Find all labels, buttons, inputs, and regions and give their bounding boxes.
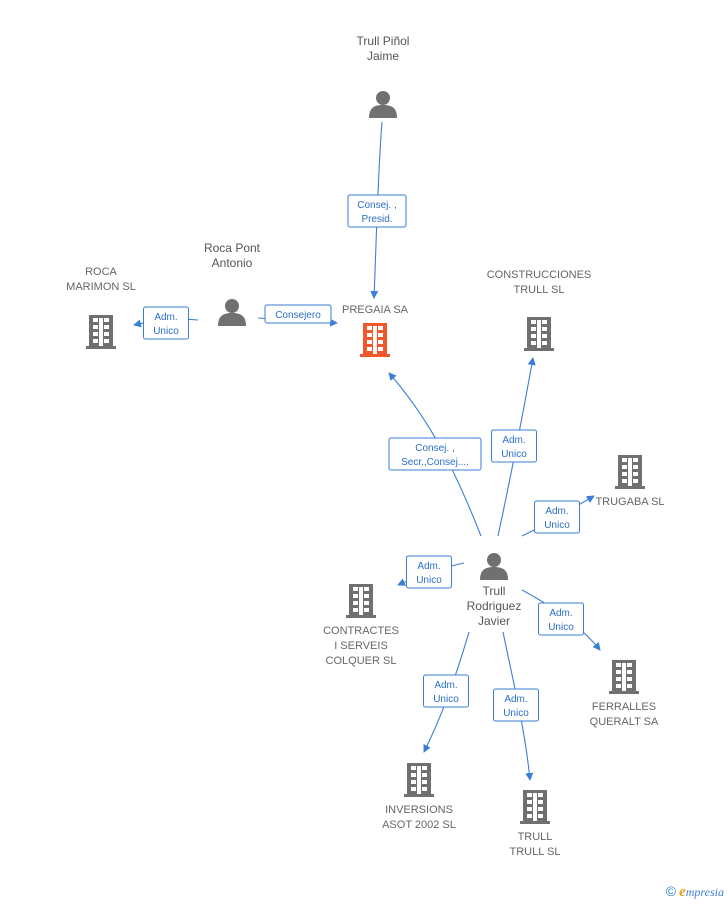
edge-label-text: Adm.	[502, 435, 525, 446]
edge-label-text: Adm.	[504, 694, 527, 705]
edge-trull_rodriguez-contractes: Adm. Unico	[397, 555, 465, 589]
edge-trull_rodriguez-trugaba: Adm. Unico	[521, 495, 595, 537]
building-icon	[404, 763, 434, 797]
edge-label-text: Adm.	[545, 506, 568, 517]
edge-trull_rodriguez-trull_sl: Adm. Unico	[493, 631, 539, 781]
brand-name: mpresia	[685, 885, 724, 899]
node-label: Trull	[483, 584, 506, 598]
node-label: Rodriguez	[467, 599, 522, 613]
node-label: CONSTRUCCIONES	[487, 269, 592, 281]
edge-label-text: Consej. ,	[357, 200, 396, 211]
node-contractes[interactable]: CONTRACTES I SERVEIS COLQUER SL	[323, 584, 399, 667]
building-icon	[86, 315, 116, 349]
node-label: FERRALLES	[592, 701, 656, 713]
node-label: Trull Piñol	[357, 34, 410, 48]
edge-label-text: Secr.,Consej....	[401, 457, 469, 468]
edge-label-text: Consejero	[275, 310, 321, 321]
node-label: CONTRACTES	[323, 625, 399, 637]
edge-label-text: Adm.	[417, 561, 440, 572]
edge-label-text: Presid.	[361, 214, 392, 225]
brand-initial: e	[679, 884, 686, 900]
edge-label-box[interactable]	[423, 674, 469, 708]
node-label: MARIMON SL	[66, 281, 136, 293]
node-construcciones[interactable]: CONSTRUCCIONES TRULL SL	[487, 269, 592, 351]
node-roca_marimon[interactable]: ROCA MARIMON SL	[66, 266, 136, 349]
node-label: Javier	[478, 614, 510, 628]
node-label: ASOT 2002 SL	[382, 819, 456, 831]
node-label: ROCA	[85, 266, 117, 278]
building-icon	[520, 790, 550, 824]
edge-trull_rodriguez-inversions: Adm. Unico	[423, 631, 470, 753]
node-trull_sl[interactable]: TRULL TRULL SL	[510, 790, 561, 858]
node-label: TRULL	[518, 831, 553, 843]
node-label: QUERALT SA	[590, 716, 659, 728]
edge-label-box[interactable]	[491, 429, 537, 463]
node-ferralles[interactable]: FERRALLES QUERALT SA	[590, 660, 659, 728]
node-label: Antonio	[212, 256, 253, 270]
edges-layer: Consej. ,Presid.Adm.UnicoConsejeroConsej…	[133, 121, 601, 781]
edge-label-text: Adm.	[154, 312, 177, 323]
node-trugaba[interactable]: TRUGABA SL	[595, 455, 665, 508]
edge-label-text: Unico	[501, 449, 527, 460]
edge-trull_rodriguez-construcciones: Adm. Unico	[491, 357, 537, 537]
edge-trull_rodriguez-pregaia: Consej. , Secr.,Consej....	[388, 372, 482, 537]
node-label: TRULL SL	[514, 284, 565, 296]
edge-label-text: Adm.	[434, 680, 457, 691]
edge-label-box[interactable]	[538, 602, 584, 636]
edge-label-text: Unico	[153, 326, 179, 337]
edge-label-text: Adm.	[549, 608, 572, 619]
node-label: Roca Pont	[204, 241, 261, 255]
node-label: TRULL SL	[510, 846, 561, 858]
edge-label-box[interactable]	[388, 437, 482, 471]
node-label: Jaime	[367, 49, 399, 63]
person-icon	[480, 553, 508, 580]
edge-label-text: Unico	[544, 520, 570, 531]
node-inversions[interactable]: INVERSIONS ASOT 2002 SL	[382, 763, 456, 831]
edge-label-box[interactable]	[406, 555, 452, 589]
building-icon	[346, 584, 376, 618]
edge-roca_pont-pregaia: Consejero	[257, 304, 338, 327]
edge-label-text: Unico	[548, 622, 574, 633]
node-label: PREGAIA SA	[342, 304, 409, 316]
edge-trull_pinol-pregaia: Consej. , Presid.	[347, 121, 407, 299]
node-label: I SERVEIS	[334, 640, 388, 652]
edge-label-text: Unico	[503, 708, 529, 719]
building-icon	[615, 455, 645, 489]
node-pregaia[interactable]: PREGAIA SA	[342, 304, 409, 357]
node-label: INVERSIONS	[385, 804, 453, 816]
node-label: COLQUER SL	[326, 655, 397, 667]
edge-label-box[interactable]	[493, 688, 539, 722]
person-icon	[369, 91, 397, 118]
building-icon	[360, 323, 390, 357]
node-label: TRUGABA SL	[595, 496, 664, 508]
person-icon	[218, 299, 246, 326]
edge-label-text: Unico	[416, 575, 442, 586]
edge-label-text: Consej. ,	[415, 443, 454, 454]
building-icon	[609, 660, 639, 694]
edge-label-text: Unico	[433, 694, 459, 705]
edge-trull_rodriguez-ferralles: Adm. Unico	[521, 589, 601, 651]
copyright-icon: ©	[665, 883, 677, 899]
edge-roca_pont-roca_marimon: Adm. Unico	[133, 306, 199, 340]
edge-label-box[interactable]	[264, 304, 332, 324]
edge-label-box[interactable]	[347, 194, 407, 228]
edge-label-box[interactable]	[143, 306, 189, 340]
empresia-brand: © empresia	[666, 883, 724, 901]
edge-label-box[interactable]	[534, 500, 580, 534]
building-icon	[524, 317, 554, 351]
